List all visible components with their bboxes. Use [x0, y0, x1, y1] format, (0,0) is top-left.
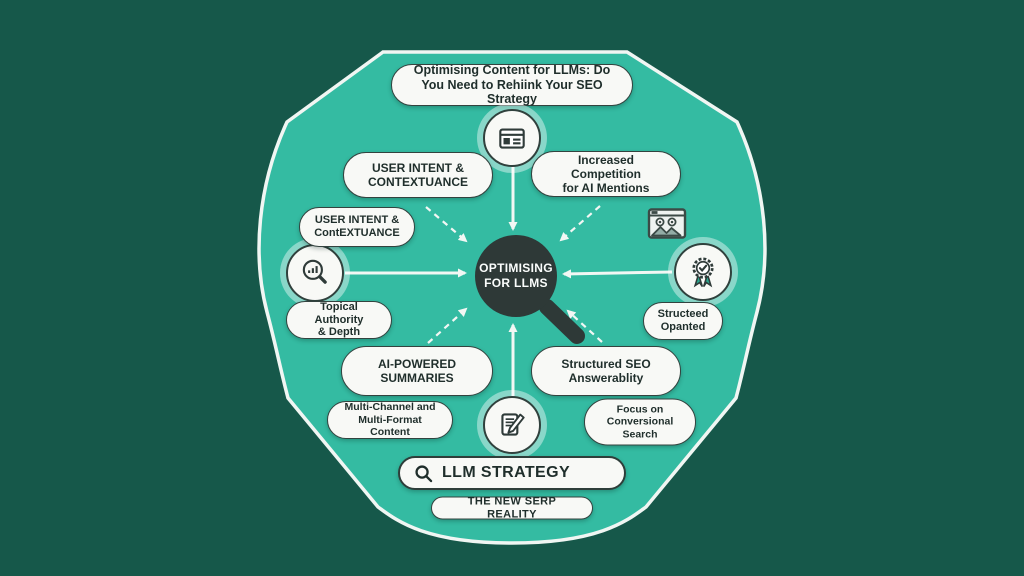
llm-strategy-search-bar: LLM STRATEGY [398, 456, 626, 490]
arrow-upper-left [425, 206, 468, 243]
webpage-icon [483, 109, 541, 167]
search-icon [414, 464, 433, 483]
arrow-lower-left [427, 307, 468, 344]
pill-topical-authority: Topical Authority & Depth [286, 301, 392, 339]
pill-structured-seo: Structured SEO Answerablity [531, 346, 681, 396]
solid-arrows [345, 167, 673, 396]
pill-structeed-opanted: Structeed Opanted [643, 302, 723, 340]
arrow-right [562, 269, 673, 279]
title-pill: Optimising Content for LLMs: Do You Need… [391, 63, 633, 106]
pill-user-intent-contextuance: USER INTENT & CONTEXTUANCE [343, 152, 493, 198]
hub-label: OPTIMISING FOR LLMS [479, 261, 553, 290]
pill-multi-channel: Multi-Channel and Multi-Format Content [327, 401, 453, 439]
pill-increased-competition: Increased Competition for AI Mentions [531, 151, 681, 197]
edit-note-icon [483, 396, 541, 454]
pill-ai-powered-summaries: AI-POWERED SUMMARIES [341, 346, 493, 396]
arrow-upper-right [559, 205, 601, 242]
search-bar-label: LLM STRATEGY [442, 464, 571, 481]
magnifier-lens-icon [475, 235, 585, 344]
serp-reality-pill: THE NEW SERP REALITY [431, 495, 593, 520]
pill-focus-conversional: Focus on Conversional Search [584, 398, 696, 446]
pill-user-intent-left: USER INTENT & ContEXTUANCE [299, 207, 415, 247]
chart-magnifier-icon [286, 244, 344, 302]
image-icon [647, 207, 687, 246]
dashed-arrows [425, 205, 603, 344]
award-badge-icon [674, 243, 732, 301]
arrow-lower-right [566, 309, 603, 343]
